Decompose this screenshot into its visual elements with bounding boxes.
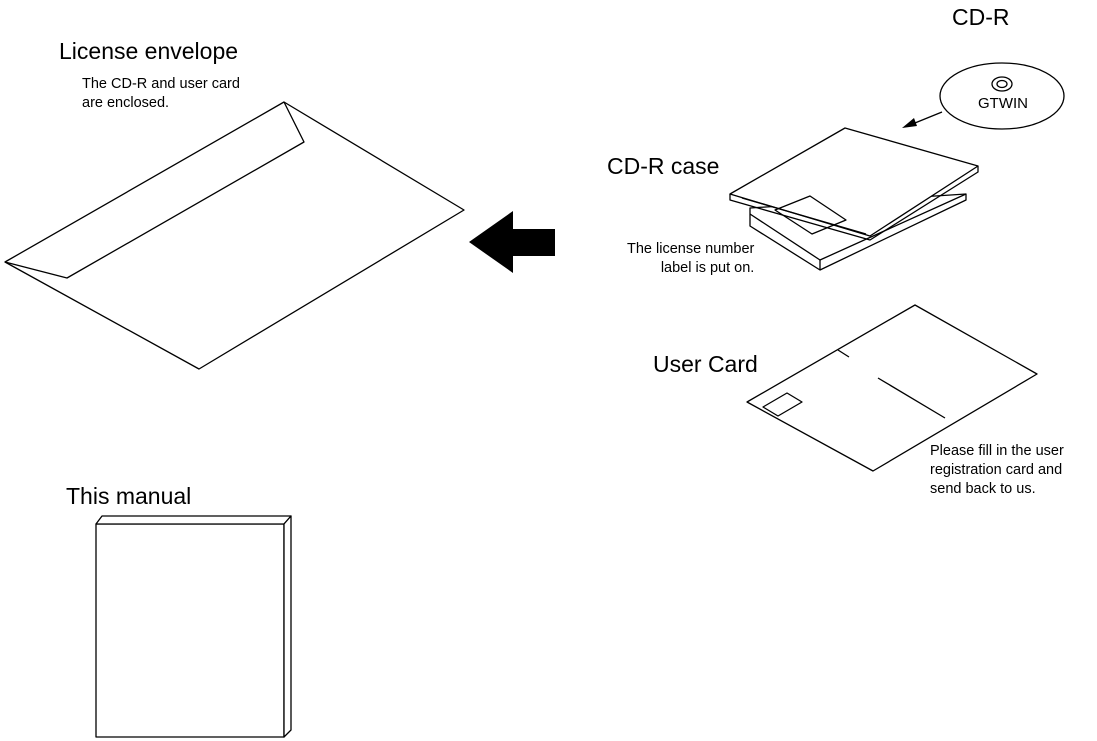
user-card-title: User Card — [653, 351, 758, 377]
envelope-note: The CD-R and user card are enclosed. — [82, 75, 240, 113]
license-envelope-drawing — [4, 101, 465, 370]
cd-r-disc-drawing — [939, 62, 1065, 130]
user-card-note-line: send back to us. — [930, 481, 1036, 497]
user-card-note-line: Please fill in the user — [930, 443, 1064, 459]
cd-r-title: CD-R — [952, 4, 1010, 30]
cd-r-case-drawing — [729, 127, 979, 271]
cd-r-case-title: CD-R case — [607, 153, 720, 179]
cd-r-disc-label: GTWIN — [978, 95, 1028, 112]
insert-arrow-icon — [902, 111, 943, 128]
manual-title: This manual — [66, 483, 192, 509]
user-card-note-line: registration card and — [930, 462, 1063, 478]
user-card-drawing — [746, 304, 1038, 472]
user-card-note: Please fill in the user registration car… — [930, 442, 1064, 499]
envelope-note-line: are enclosed. — [82, 95, 170, 111]
cd-r-case-note-line: The license number — [627, 241, 755, 257]
envelope-title: License envelope — [59, 38, 239, 64]
envelope-note-line: The CD-R and user card — [82, 76, 240, 92]
cd-r-case-note-line: label is put on. — [660, 260, 755, 276]
manual-drawing — [95, 515, 292, 738]
cd-r-case-note: The license number label is put on. — [627, 240, 754, 278]
left-arrow-icon — [469, 211, 555, 273]
